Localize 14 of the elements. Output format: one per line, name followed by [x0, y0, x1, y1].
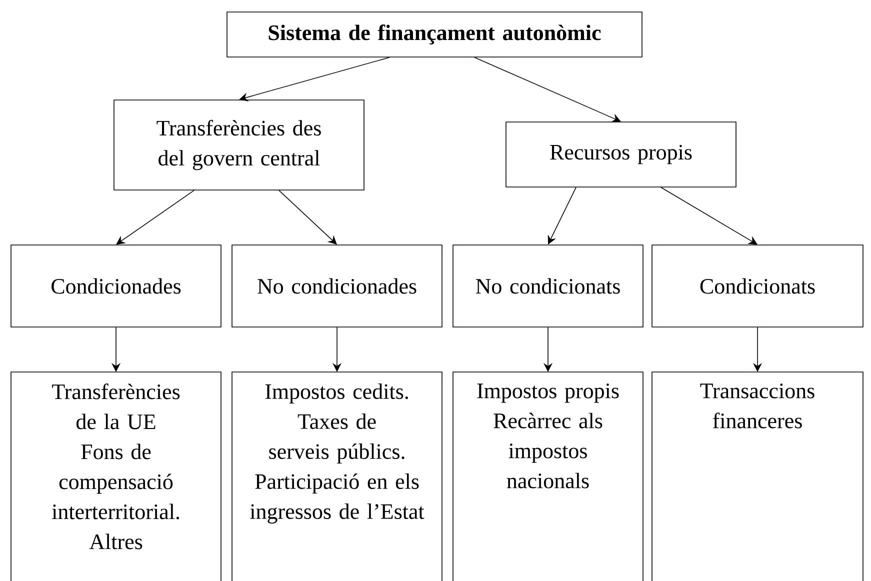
content-box: Impostos propis Recàrrec als impostos nacionals — [452, 372, 644, 581]
arrow — [239, 57, 390, 102]
category-box: No condicionats — [452, 244, 644, 328]
arrow — [660, 187, 758, 245]
arrow — [474, 57, 621, 122]
title-box: Sistema de finançament autonòmic — [226, 12, 642, 58]
content-box: Transferències de la UE Fons de compensació interterritorial. Altres — [10, 372, 222, 581]
category-box: Transferències des del govern central — [114, 100, 364, 190]
category-box: Recursos propis — [506, 122, 736, 188]
category-box: No condicionades — [232, 244, 442, 328]
content-box: Impostos cedits. Taxes de serveis públics. Participació en els ingressos de l’Estat — [232, 372, 442, 581]
content-box: Transaccions financeres — [652, 372, 864, 581]
category-box: Condicionats — [652, 244, 864, 328]
category-box: Condicionades — [10, 244, 222, 328]
